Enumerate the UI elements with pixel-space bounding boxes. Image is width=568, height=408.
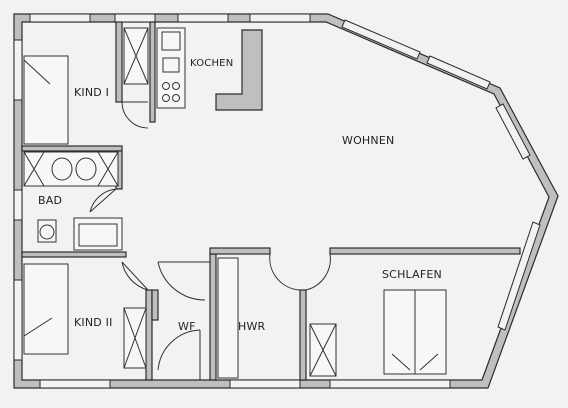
room-label-wohnen: WOHNEN (342, 134, 394, 147)
room-label-kind1: KIND I (74, 86, 109, 99)
room-label-kochen: KOCHEN (190, 58, 233, 69)
room-label-hwr: HWR (238, 320, 266, 333)
outer-wall (13, 13, 559, 389)
room-label-kind2: KIND II (74, 316, 113, 329)
furniture (23, 27, 447, 379)
doors (89, 101, 331, 380)
room-label-schlafen: SCHLAFEN (382, 268, 442, 281)
room-label-wf: WF (178, 320, 196, 333)
windows (13, 13, 541, 389)
room-label-bad: BAD (38, 194, 62, 207)
